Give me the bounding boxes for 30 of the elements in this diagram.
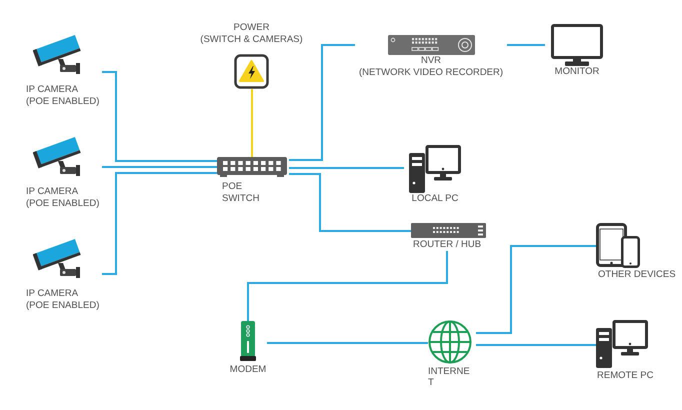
device-label: IP CAMERA: [26, 84, 78, 96]
device-label: IP CAMERA: [26, 186, 78, 198]
device-label: LOCAL PC: [412, 193, 458, 205]
device-label: MONITOR: [554, 66, 600, 78]
device-caption: (POE ENABLED): [26, 198, 100, 210]
device-label: INTERNET: [428, 366, 471, 388]
cable-line: [251, 89, 253, 157]
cable-line: [476, 344, 596, 346]
device-caption: (POE ENABLED): [26, 96, 100, 108]
device-caption: (NETWORK VIDEO RECORDER): [358, 67, 504, 79]
device-label: ROUTER / HUB: [413, 239, 482, 251]
cable-line: [507, 44, 545, 46]
cable-line: [267, 342, 428, 344]
cable-line: [289, 44, 355, 161]
device-caption: (POE ENABLED): [26, 300, 100, 312]
cable-line: [102, 172, 217, 275]
cable-line: [476, 245, 596, 334]
cable-line: [102, 166, 217, 168]
device-label: NVR: [420, 55, 442, 67]
device-label: POE SWITCH: [222, 181, 260, 205]
cable-line: [102, 71, 217, 162]
cable-line: [247, 251, 448, 321]
device-label: POWER: [234, 22, 270, 34]
device-label: MODEM: [230, 364, 266, 376]
cable-line: [289, 167, 404, 169]
device-label: IP CAMERA: [26, 288, 78, 300]
cable-line: [289, 173, 411, 232]
device-caption: (SWITCH & CAMERAS): [200, 34, 303, 46]
device-label: OTHER DEVICES: [598, 269, 676, 281]
device-label: REMOTE PC: [597, 370, 654, 382]
